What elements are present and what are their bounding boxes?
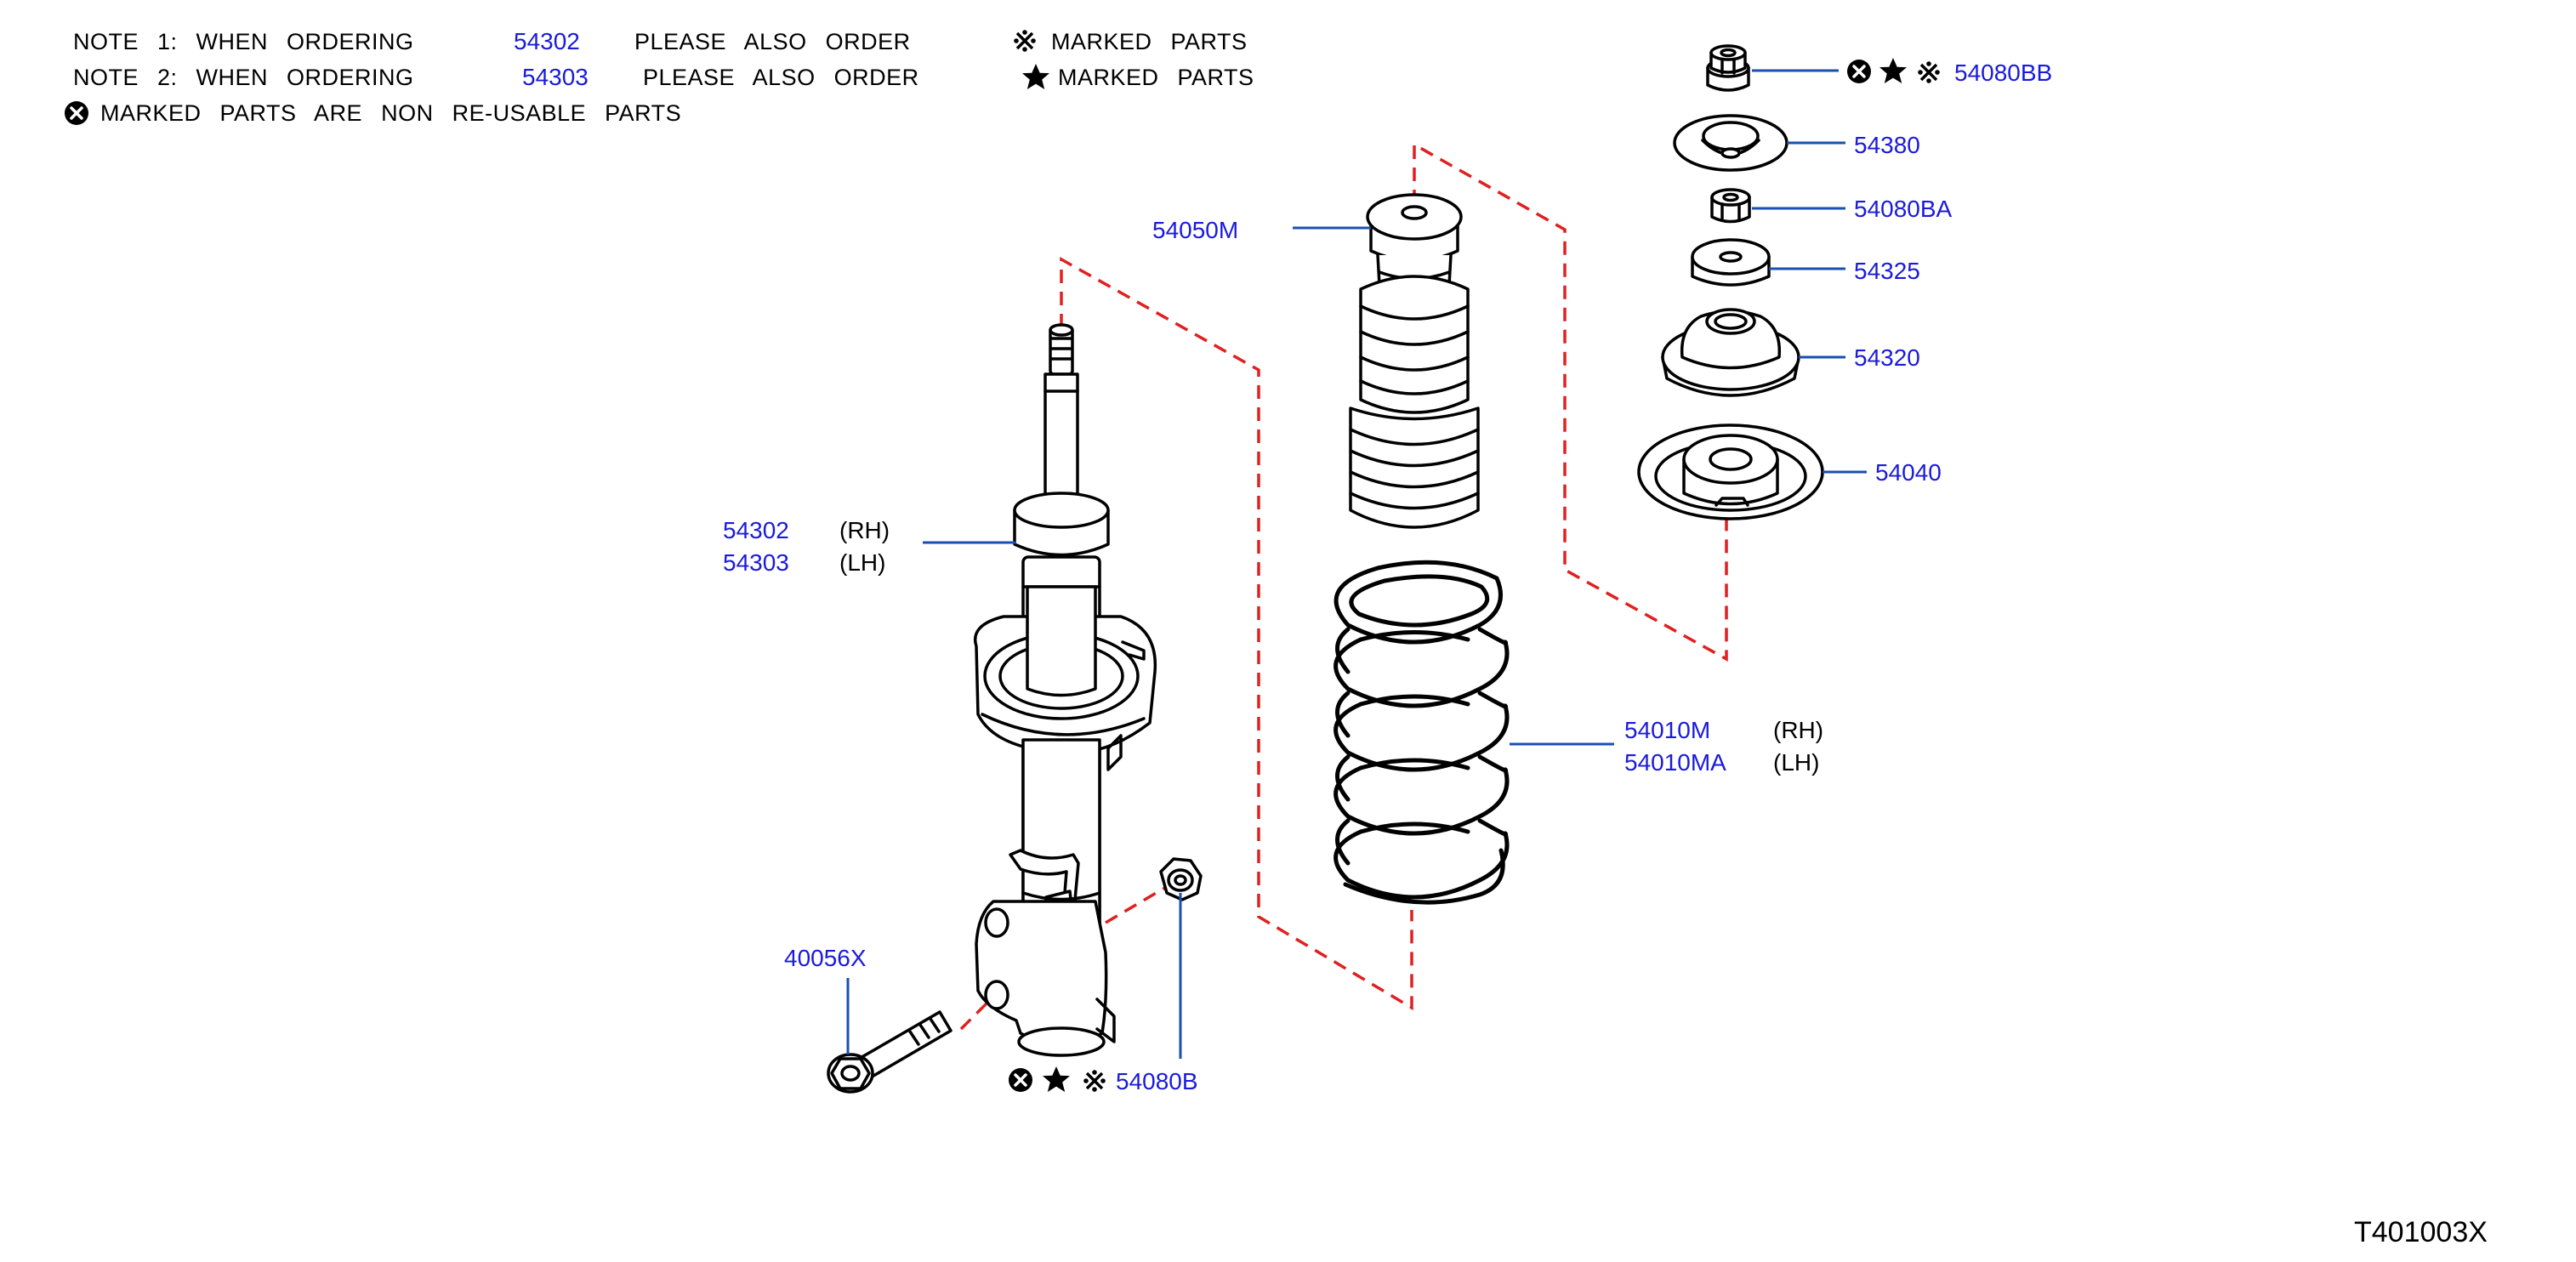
part-label-54080BB[interactable]: 54080BB [1954, 60, 2052, 86]
side-label-lh: (LH) [839, 549, 885, 576]
coil-spring[interactable] [1333, 560, 1510, 905]
note-2-prefix: NOTE 2: WHEN ORDERING [73, 65, 414, 90]
kome-mark-icon [1916, 60, 1942, 85]
note-1-middle: PLEASE ALSO ORDER [634, 29, 911, 54]
part-label-54303[interactable]: 54303 [723, 549, 789, 576]
note-3-text: MARKED PARTS ARE NON RE-USABLE PARTS [100, 100, 681, 126]
part-label-54010MA[interactable]: 54010MA [1624, 749, 1726, 776]
note-2-suffix: MARKED PARTS [1058, 65, 1254, 90]
part-marks-54080BB [1845, 58, 1942, 85]
part-label-54325[interactable]: 54325 [1854, 258, 1920, 284]
bushing[interactable] [1691, 238, 1771, 287]
part-label-54302[interactable]: 54302 [723, 517, 789, 543]
part-label-54320[interactable]: 54320 [1854, 344, 1920, 371]
note-1-part-number[interactable]: 54302 [514, 28, 580, 54]
washer[interactable] [1673, 114, 1788, 172]
leader-lines [846, 69, 1867, 1059]
strut-mount-insulator[interactable] [1661, 308, 1800, 397]
note-1-suffix: MARKED PARTS [1051, 29, 1248, 54]
upper-nut[interactable] [1710, 188, 1751, 224]
diagram-code: T401003X [2354, 1216, 2488, 1248]
notes-block: NOTE 1: WHEN ORDERING 54302 PLEASE ALSO … [63, 28, 1254, 127]
side-label-lh: (LH) [1773, 749, 1819, 776]
part-label-40056X[interactable]: 40056X [784, 945, 867, 971]
upper-spring-seat[interactable] [1637, 424, 1824, 520]
part-label-54010M[interactable]: 54010M [1624, 717, 1710, 743]
part-label-54080BA[interactable]: 54080BA [1854, 196, 1953, 222]
kome-mark-icon [1082, 1068, 1107, 1094]
star-mark-icon [1043, 1066, 1070, 1092]
star-mark-icon [1022, 64, 1049, 89]
mounting-bolt[interactable] [827, 1010, 952, 1094]
kome-mark-icon [1012, 28, 1038, 54]
note-1-prefix: NOTE 1: WHEN ORDERING [73, 29, 414, 54]
bump-stop-boot[interactable] [1349, 193, 1480, 529]
note-2-middle: PLEASE ALSO ORDER [643, 65, 919, 90]
non-reusable-mark-icon [1845, 58, 1873, 85]
note-2-part-number[interactable]: 54303 [522, 64, 589, 90]
part-label-54050M[interactable]: 54050M [1152, 217, 1238, 243]
part-marks-54080B [1007, 1066, 1107, 1094]
non-reusable-mark-icon [63, 99, 90, 127]
top-nut-flanged[interactable] [1706, 44, 1750, 92]
part-label-54080B[interactable]: 54080B [1116, 1068, 1198, 1094]
part-label-54040[interactable]: 54040 [1875, 459, 1942, 486]
side-label-rh: (RH) [839, 517, 890, 543]
part-label-54380[interactable]: 54380 [1854, 132, 1920, 158]
non-reusable-mark-icon [1007, 1066, 1034, 1094]
side-label-rh: (RH) [1773, 717, 1823, 743]
star-mark-icon [1879, 58, 1907, 83]
part-labels: 54080BB 54380 54080BA 54325 54320 54040 … [723, 60, 2052, 1094]
shock-absorber-strut[interactable] [974, 323, 1157, 1057]
lower-nut[interactable] [1159, 857, 1203, 901]
